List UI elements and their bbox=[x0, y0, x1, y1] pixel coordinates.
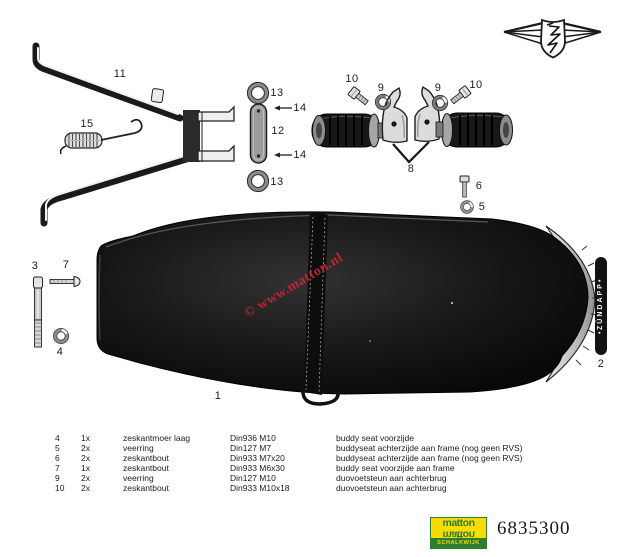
callout-6: 6 bbox=[475, 180, 483, 192]
part-desc: duovoetsteun aan achterbrug bbox=[336, 473, 447, 483]
parts-table: 4 1x zeskantmoer laag Din936 M10 buddy s… bbox=[55, 433, 615, 493]
bolt-3-art bbox=[33, 276, 43, 348]
screw-7-art bbox=[49, 275, 81, 288]
table-row: 5 2x veerring Din127 M7 buddyseat achter… bbox=[55, 443, 615, 453]
part-name: zeskantbout bbox=[123, 463, 169, 473]
bushing-12-art bbox=[249, 103, 268, 164]
part-din: Din933 M10x18 bbox=[230, 483, 290, 493]
ring-13-bottom-art bbox=[246, 169, 270, 193]
callout-10-right: 10 bbox=[469, 79, 483, 91]
callout-13-bottom: 13 bbox=[270, 176, 284, 188]
part-qty: 2x bbox=[81, 473, 90, 483]
part-no: 9 bbox=[55, 473, 60, 483]
callout-12: 12 bbox=[271, 125, 285, 137]
seat-strap-art bbox=[301, 211, 340, 406]
washer-9-left-art bbox=[374, 93, 392, 111]
part-qty: 1x bbox=[81, 433, 90, 443]
part-qty: 2x bbox=[81, 483, 90, 493]
zundapp-wings-emblem-icon bbox=[503, 18, 602, 59]
pin-14-pointers bbox=[274, 105, 292, 158]
part-qty: 1x bbox=[81, 463, 90, 473]
part-name: zeskantmoer laag bbox=[123, 433, 191, 443]
part-desc: buddy seat voorzijde aan frame bbox=[336, 463, 455, 473]
part-no: 6 bbox=[55, 453, 60, 463]
table-row: 4 1x zeskantmoer laag Din936 M10 buddy s… bbox=[55, 433, 615, 443]
part-name: veerring bbox=[123, 443, 154, 453]
callout-7: 7 bbox=[62, 259, 70, 271]
part-no: 4 bbox=[55, 433, 60, 443]
part-din: Din127 M10 bbox=[230, 473, 276, 483]
callout-13-top: 13 bbox=[270, 87, 284, 99]
frame-bracket-art bbox=[32, 42, 235, 227]
matton-logo: matton matton SCHALKWIJK bbox=[430, 517, 487, 549]
part-desc: duovoetsteun aan achterbrug bbox=[336, 483, 447, 493]
zundapp-badge: •ZÜNDAPP• bbox=[595, 257, 607, 355]
buddy-seat-art bbox=[96, 211, 589, 395]
badge-dot: • bbox=[597, 329, 604, 335]
bolt-6-art bbox=[459, 175, 470, 198]
part-desc: buddyseat achterzijde aan frame (nog gee… bbox=[336, 453, 523, 463]
callout-14-bottom: 14 bbox=[293, 149, 307, 161]
matton-logo-word-mirrored: matton bbox=[442, 528, 475, 540]
pointer-8-lines bbox=[392, 141, 430, 164]
callout-1: 1 bbox=[214, 390, 222, 402]
washer-5-art bbox=[460, 200, 474, 214]
part-din: Din933 M6x30 bbox=[230, 463, 285, 473]
part-din: Din936 M10 bbox=[230, 433, 276, 443]
part-name: zeskantbout bbox=[123, 453, 169, 463]
badge-dot: • bbox=[597, 277, 604, 283]
part-desc: buddyseat achterzijde aan frame (nog gee… bbox=[336, 443, 523, 453]
table-row: 10 2x zeskantbout Din933 M10x18 duovoets… bbox=[55, 483, 615, 493]
callout-2: 2 bbox=[597, 358, 605, 370]
bolt-10-left-art bbox=[347, 86, 369, 106]
callout-3: 3 bbox=[31, 260, 39, 272]
part-name: veerring bbox=[123, 473, 154, 483]
footpeg-right-art bbox=[435, 112, 513, 148]
part-din: Din933 M7x20 bbox=[230, 453, 285, 463]
callout-8: 8 bbox=[407, 163, 415, 175]
part-qty: 2x bbox=[81, 453, 90, 463]
part-no: 7 bbox=[55, 463, 60, 473]
callout-4: 4 bbox=[56, 346, 64, 358]
matton-logo-word: matton bbox=[442, 517, 476, 529]
part-din: Din127 M7 bbox=[230, 443, 272, 453]
matton-logo-city: SCHALKWIJK bbox=[431, 538, 486, 548]
bolt-10-right-art bbox=[450, 85, 472, 105]
footpeg-left-art bbox=[311, 113, 386, 148]
part-qty: 2x bbox=[81, 443, 90, 453]
callout-15: 15 bbox=[80, 118, 94, 130]
spring-art bbox=[59, 118, 143, 155]
part-no: 5 bbox=[55, 443, 60, 453]
table-row: 7 1x zeskantbout Din933 M6x30 buddy seat… bbox=[55, 463, 615, 473]
part-name: zeskantbout bbox=[123, 483, 169, 493]
part-no: 10 bbox=[55, 483, 65, 493]
washer-9-right-art bbox=[431, 94, 449, 112]
table-row: 6 2x zeskantbout Din933 M7x20 buddyseat … bbox=[55, 453, 615, 463]
callout-9-right: 9 bbox=[434, 82, 442, 94]
callout-10-left: 10 bbox=[345, 73, 359, 85]
ring-13-top-art bbox=[246, 81, 270, 105]
part-desc: buddy seat voorzijde bbox=[336, 433, 414, 443]
catalog-number: 6835300 bbox=[497, 518, 571, 539]
callout-9-left: 9 bbox=[377, 82, 385, 94]
table-row: 9 2x veerring Din127 M10 duovoetsteun aa… bbox=[55, 473, 615, 483]
badge-text: ZÜNDAPP bbox=[597, 282, 604, 330]
nut-4-art bbox=[53, 327, 70, 344]
callout-5: 5 bbox=[478, 201, 486, 213]
callout-14-top: 14 bbox=[293, 102, 307, 114]
callout-11: 11 bbox=[113, 68, 127, 80]
